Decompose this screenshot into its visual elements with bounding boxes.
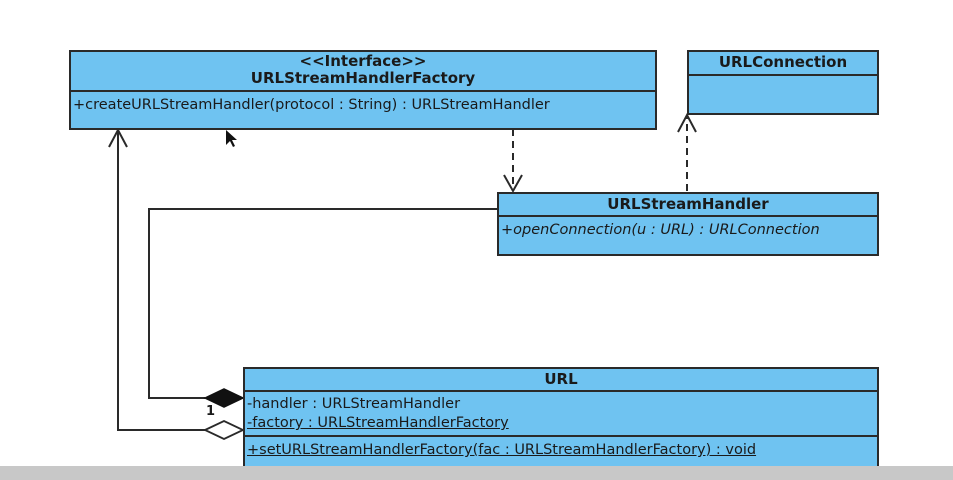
attribute-handler: -handler : URLStreamHandler xyxy=(247,396,461,412)
class-url[interactable]: URL -handler : URLStreamHandler -factory… xyxy=(243,367,879,477)
class-urlstreamhandler[interactable]: URLStreamHandler +openConnection(u : URL… xyxy=(497,192,879,256)
class-stereotype: <<Interface>> xyxy=(299,52,427,70)
dependency-handler-to-connection xyxy=(677,112,697,191)
attribute-factory: -factory : URLStreamHandlerFactory xyxy=(247,415,509,431)
composition-url-handler xyxy=(148,208,497,408)
horizontal-scrollbar[interactable] xyxy=(0,466,953,480)
class-urlconnection[interactable]: URLConnection xyxy=(687,50,879,115)
dependency-handler-to-factory xyxy=(503,129,523,194)
operation-set-factory: +setURLStreamHandlerFactory(fac : URLStr… xyxy=(247,442,757,458)
class-name: URL xyxy=(544,370,578,388)
class-name: URLStreamHandler xyxy=(607,195,769,213)
operation-open-connection: +openConnection(u : URL) : URLConnection xyxy=(501,222,820,238)
class-urlstreamhandlerfactory[interactable]: <<Interface>> URLStreamHandlerFactory +c… xyxy=(69,50,657,130)
operation-create-handler: +createURLStreamHandler(protocol : Strin… xyxy=(73,97,550,113)
multiplicity-label: 1 xyxy=(206,404,216,419)
hollow-diamond-icon xyxy=(202,420,246,440)
aggregation-url-factory xyxy=(108,127,246,440)
class-name: URLConnection xyxy=(718,53,848,71)
class-name: URLStreamHandlerFactory xyxy=(250,69,476,87)
cursor-icon xyxy=(226,130,237,147)
